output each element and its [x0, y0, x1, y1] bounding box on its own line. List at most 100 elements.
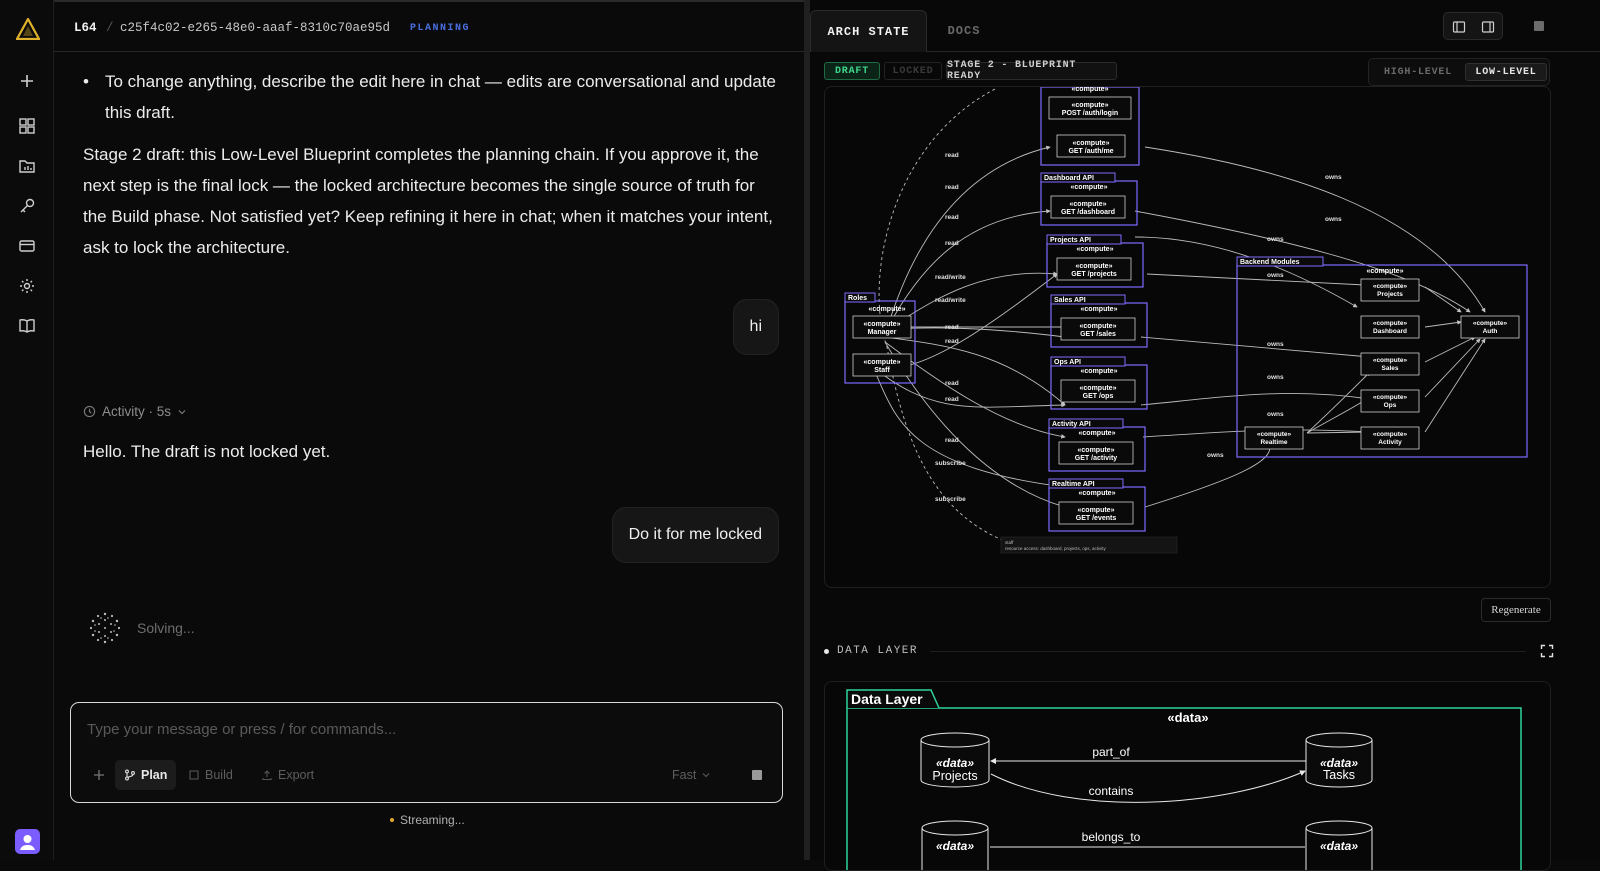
edge-label: read: [945, 240, 959, 247]
panel-splitter[interactable]: [804, 0, 810, 860]
sidebar-right-icon[interactable]: [1481, 20, 1495, 34]
book-icon[interactable]: [17, 316, 37, 336]
speed-label: Fast: [672, 768, 697, 782]
api-group[interactable]: Activity API«compute»«compute»GET /activ…: [1048, 418, 1146, 472]
attach-button[interactable]: [83, 760, 115, 790]
message-input[interactable]: Type your message or press / for command…: [87, 721, 397, 738]
entity-tasks[interactable]: Tasks: [1323, 768, 1355, 782]
session-id: c25f4c02-e265-48e0-aaaf-8310c70ae95d: [120, 21, 391, 35]
backend-node[interactable]: «compute»Auth: [1460, 315, 1520, 339]
api-node-label[interactable]: GET /events: [1076, 515, 1117, 522]
stereotype-label: «compute»: [869, 306, 906, 313]
plan-mode-button[interactable]: Plan: [115, 760, 177, 790]
edge-label: owns: [1207, 452, 1224, 459]
stereotype-label: «compute»: [1077, 246, 1114, 253]
edge-label: read: [945, 380, 959, 387]
tab-docs[interactable]: DOCS: [947, 24, 981, 38]
solving-label: Solving...: [137, 620, 195, 636]
arch-panel: ARCH STATE DOCS DRAFT LOCKED STAGE 2 - B…: [810, 0, 1600, 871]
backend-node[interactable]: «compute»Projects: [1360, 278, 1420, 302]
api-node-label[interactable]: GET /activity: [1075, 455, 1118, 462]
data-layer-diagram[interactable]: Data Layer «data» «data» Projects «data»…: [824, 681, 1551, 871]
edge-label: owns: [1267, 374, 1284, 381]
api-group-label: Sales API: [1054, 297, 1086, 304]
project-name[interactable]: L64: [74, 21, 97, 35]
gear-icon[interactable]: [17, 276, 37, 296]
backend-group-label: Backend Modules: [1240, 259, 1300, 266]
avatar[interactable]: [15, 829, 40, 854]
api-node-label[interactable]: GET /ops: [1083, 393, 1114, 400]
backend-node[interactable]: «compute»Dashboard: [1360, 315, 1420, 339]
entity-projects[interactable]: Projects: [932, 769, 977, 783]
edge-label: owns: [1325, 174, 1342, 181]
edge-label: read: [945, 324, 959, 331]
plus-icon: [94, 770, 104, 780]
grid-icon[interactable]: [17, 116, 37, 136]
edge-label: read: [945, 396, 959, 403]
folder-chart-icon[interactable]: [17, 156, 37, 176]
spinner-icon: [89, 612, 121, 644]
api-group[interactable]: Sales API«compute»«compute»GET /sales: [1050, 294, 1148, 348]
solving-indicator: Solving...: [87, 610, 195, 646]
draft-badge: DRAFT: [824, 62, 880, 80]
api-node-label[interactable]: GET /projects: [1071, 271, 1117, 278]
regenerate-button[interactable]: Regenerate: [1481, 598, 1551, 622]
stereotype-label: «compute»: [1080, 385, 1117, 392]
backend-node[interactable]: «compute»Activity: [1360, 426, 1420, 450]
data-layer-title: DATA LAYER: [837, 645, 919, 657]
backend-node-box: [1360, 389, 1420, 413]
api-node-label[interactable]: GET /sales: [1080, 331, 1116, 338]
relation-label: contains: [1089, 784, 1134, 798]
backend-node[interactable]: «compute»Sales: [1360, 352, 1420, 376]
export-button[interactable]: Export: [252, 760, 323, 790]
node-staff[interactable]: Staff: [874, 367, 890, 374]
low-level-button[interactable]: LOW-LEVEL: [1465, 63, 1547, 81]
node-auth-me[interactable]: GET /auth/me: [1068, 148, 1113, 155]
edge-label: owns: [1267, 341, 1284, 348]
diagram-note: resource access: dashboard, projects, op…: [1005, 546, 1107, 551]
node-auth-login[interactable]: POST /auth/login: [1062, 110, 1118, 117]
branch-icon: [125, 769, 135, 781]
level-toggle: HIGH-LEVEL LOW-LEVEL: [1368, 58, 1550, 86]
stereotype-label: «compute»: [864, 359, 901, 366]
activity-toggle[interactable]: Activity · 5s: [83, 404, 187, 419]
message-composer[interactable]: Type your message or press / for command…: [70, 702, 783, 803]
api-group[interactable]: Projects API«compute»«compute»GET /proje…: [1046, 234, 1144, 288]
stereotype-label: «compute»: [1079, 490, 1116, 497]
top-bar: L64 / c25f4c02-e265-48e0-aaaf-8310c70ae9…: [54, 0, 804, 52]
edge-label: owns: [1267, 411, 1284, 418]
key-icon[interactable]: [17, 196, 37, 216]
backend-node[interactable]: «compute»Realtime: [1244, 426, 1304, 450]
bullet-dot: •: [83, 72, 89, 91]
chevron-down-icon: [178, 409, 186, 414]
backend-node[interactable]: «compute»Ops: [1360, 389, 1420, 413]
plus-icon[interactable]: [17, 71, 37, 91]
build-mode-button[interactable]: Build: [179, 760, 242, 790]
stop-button[interactable]: [752, 770, 762, 780]
edge-label: read/write: [935, 297, 966, 304]
node-manager[interactable]: Manager: [868, 329, 897, 336]
stereotype-label: «compute»: [1070, 201, 1107, 208]
speed-select[interactable]: Fast: [663, 760, 720, 790]
breadcrumb-separator: /: [106, 21, 114, 35]
card-icon[interactable]: [17, 236, 37, 256]
high-level-button[interactable]: HIGH-LEVEL: [1383, 66, 1452, 78]
stereotype-label: «compute»: [1072, 102, 1109, 109]
api-group[interactable]: Ops API«compute»«compute»GET /ops: [1050, 356, 1148, 410]
api-node-box: [1058, 501, 1134, 525]
tab-arch-state[interactable]: ARCH STATE: [810, 10, 927, 52]
edge-label: read: [945, 152, 959, 159]
backend-node-box: [1360, 315, 1420, 339]
close-panel-button[interactable]: [1534, 21, 1544, 31]
edge-label: read/write: [935, 274, 966, 281]
api-node-label[interactable]: GET /dashboard: [1061, 209, 1115, 216]
stereotype-label: «compute»: [1078, 507, 1115, 514]
api-group[interactable]: Dashboard API«compute»«compute»GET /dash…: [1040, 172, 1138, 226]
expand-icon[interactable]: [1540, 644, 1554, 658]
backend-node-box: [1460, 315, 1520, 339]
api-group[interactable]: Realtime API«compute»«compute»GET /event…: [1048, 478, 1146, 532]
logo-icon[interactable]: [16, 18, 40, 40]
stereotype-label: «data»: [1320, 839, 1358, 853]
architecture-diagram[interactable]: «compute» «compute» POST /auth/login «co…: [824, 86, 1551, 588]
sidebar-left-icon[interactable]: [1452, 20, 1466, 34]
